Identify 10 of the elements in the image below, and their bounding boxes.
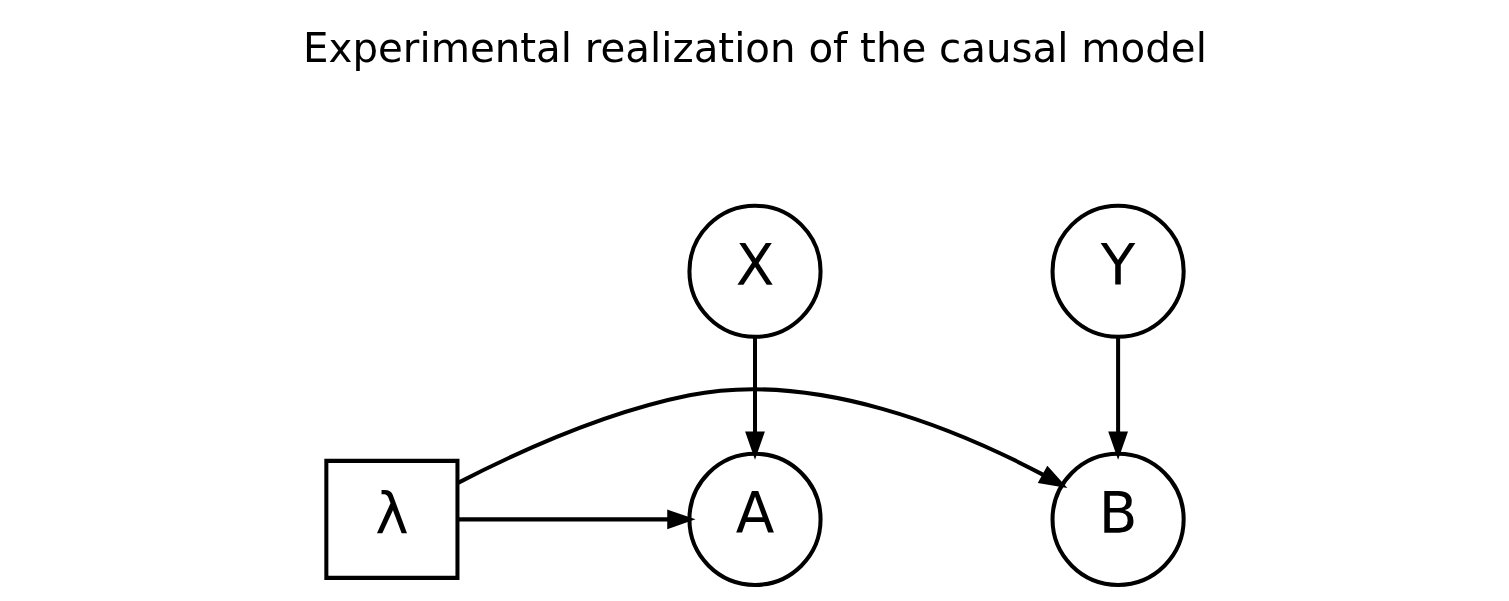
- arrow: [456, 387, 1067, 488]
- arrow: [1107, 337, 1128, 460]
- node-circle: A: [686, 451, 823, 587]
- node-circle: B: [1050, 451, 1186, 587]
- arrow: [457, 509, 695, 530]
- node-circle: X: [686, 203, 823, 339]
- node-circle: Y: [1050, 203, 1186, 339]
- label: Experimental realization of the causal model: [302, 25, 1207, 73]
- arrow: [744, 337, 765, 460]
- node-box: λ: [323, 458, 459, 580]
